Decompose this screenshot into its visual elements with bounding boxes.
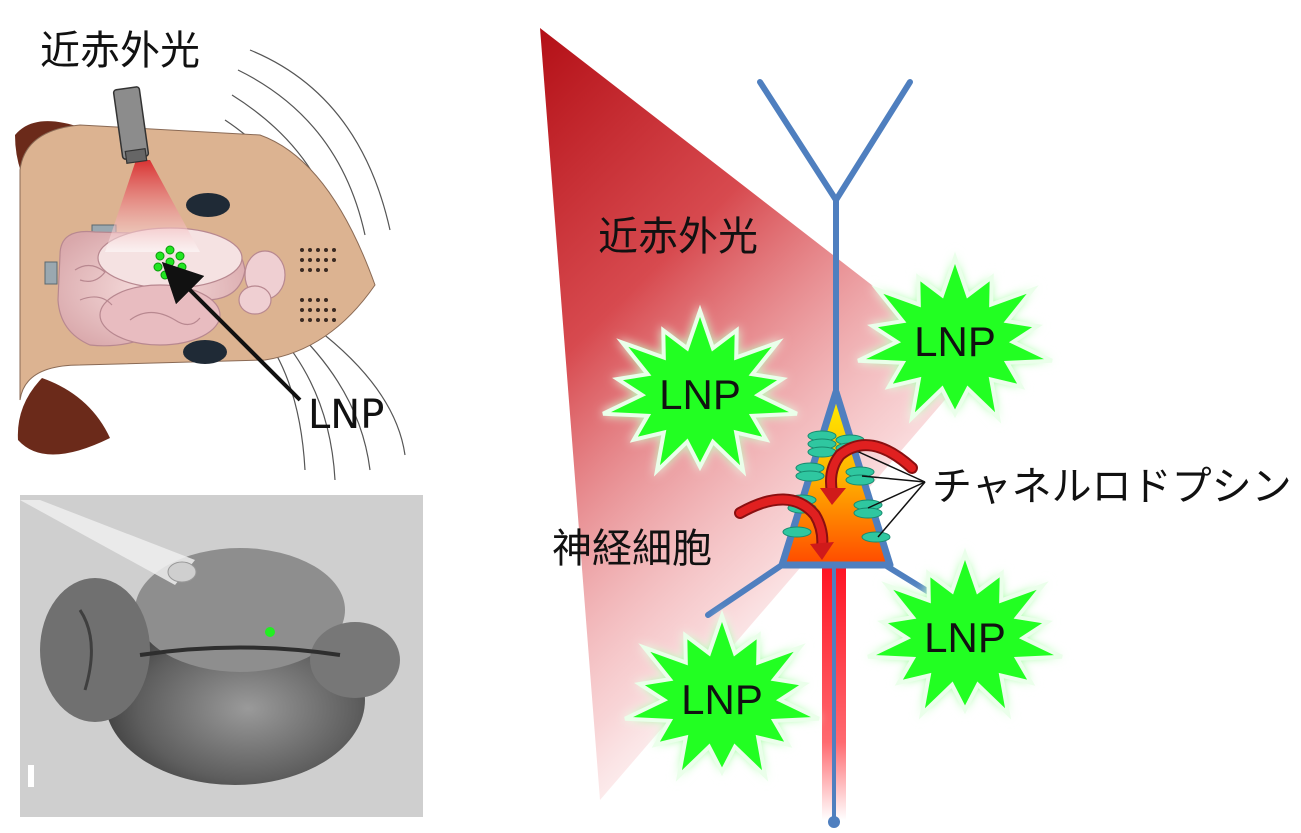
eye-top <box>186 193 230 217</box>
eye-bottom <box>183 340 227 364</box>
whisker-pad <box>300 248 336 322</box>
mouse-head-illustration <box>15 49 406 481</box>
lnp-label: LNP <box>924 614 1006 661</box>
axon-terminal <box>828 816 840 828</box>
lnp-pointer-label: LNP <box>308 392 384 438</box>
lnp-label: LNP <box>681 676 763 723</box>
ear-bottom <box>17 378 110 455</box>
nir-label-beam: 近赤外光 <box>598 214 758 260</box>
lnp-starburst-1: LNP <box>602 304 798 477</box>
scale-bar <box>28 765 34 787</box>
lnp-label: LNP <box>914 318 996 365</box>
skull-clamp-left <box>44 261 58 285</box>
lnp-label: LNP <box>659 371 741 418</box>
neuron-label: 神経細胞 <box>552 526 712 572</box>
lnp-starburst-3: LNP <box>867 547 1063 720</box>
ion-influx-arrows <box>734 439 918 560</box>
lnp-starburst-2: LNP <box>857 251 1053 424</box>
neuron-dendrites <box>705 79 961 618</box>
lnp-pointer-arrow <box>161 261 302 402</box>
brain-photo-grayscale <box>20 495 423 817</box>
lnp-starburst-4: LNP <box>624 609 820 782</box>
nir-light-cone-small <box>105 160 200 252</box>
channelrhodopsin-pointers <box>849 447 926 538</box>
channelrhodopsin-label: チャネルロドプシン <box>932 464 1292 510</box>
optical-fiber-icon <box>112 86 150 165</box>
nir-label-top-left: 近赤外光 <box>40 28 200 74</box>
